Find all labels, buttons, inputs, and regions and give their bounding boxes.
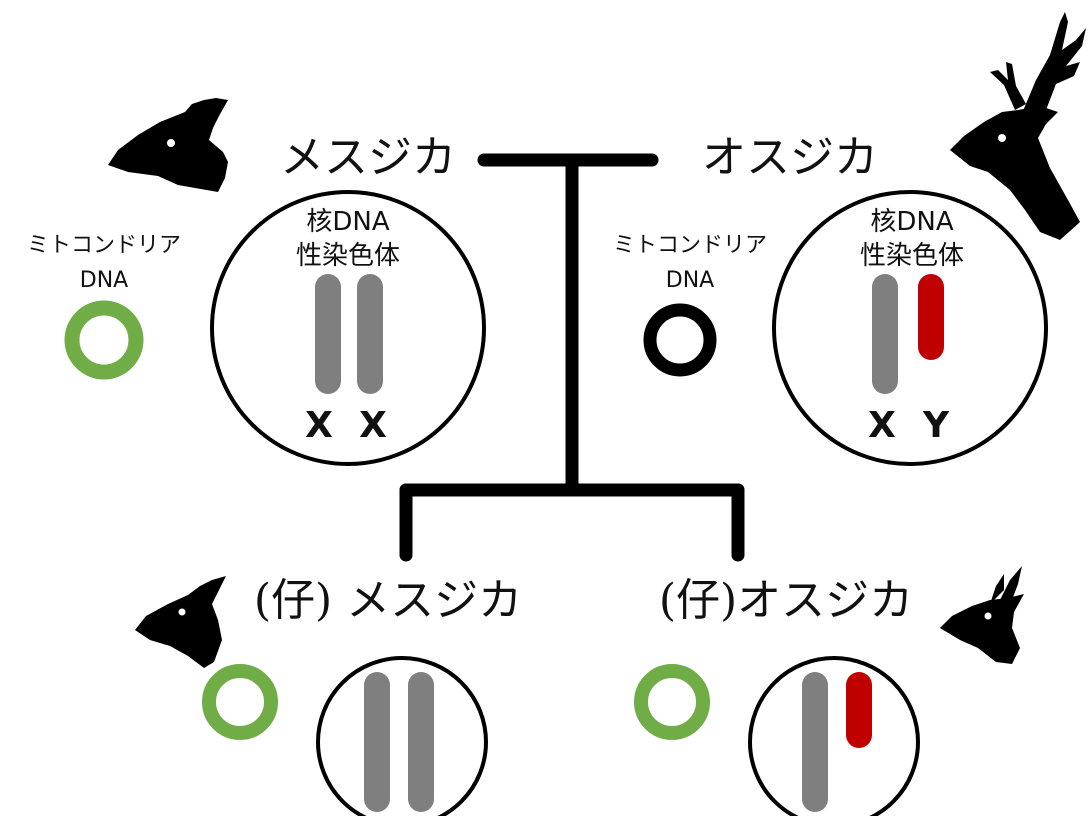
female-child-nucleus-circle bbox=[316, 656, 488, 816]
stag-head-icon bbox=[950, 12, 1086, 240]
male-nuclear-label-line2: 性染色体 bbox=[860, 241, 964, 271]
male-mito-label-line1: ミトコンドリア bbox=[613, 233, 767, 258]
pedigree-lines bbox=[399, 153, 745, 562]
female-nucleus-circle bbox=[210, 190, 486, 466]
male-child-title: (仔)オスジカ bbox=[659, 575, 913, 626]
male-chromosome-2-letter: Y bbox=[922, 405, 950, 446]
male-x-chromosome bbox=[872, 274, 898, 394]
female-mito-label-line2: DNA bbox=[80, 268, 128, 293]
young-buck-head-icon bbox=[940, 566, 1024, 664]
female-child-title: (仔) メスジカ bbox=[254, 575, 522, 626]
male-mitochondria-ring bbox=[643, 303, 717, 377]
male-chromosome-1-letter: X bbox=[868, 405, 896, 446]
female-x-chromosome-2 bbox=[357, 274, 383, 394]
female-mitochondria-ring bbox=[64, 300, 144, 380]
female-x-chromosome-1 bbox=[315, 274, 341, 394]
female-mito-label-line1: ミトコンドリア bbox=[27, 233, 181, 258]
male-y-chromosome bbox=[918, 274, 944, 360]
male-nucleus-circle bbox=[772, 190, 1048, 466]
male-child-y-chromosome bbox=[846, 672, 872, 748]
female-child-x-chromosome-2 bbox=[408, 672, 434, 812]
male-child-nucleus-circle bbox=[748, 656, 920, 816]
fawn-head-icon bbox=[135, 576, 226, 668]
female-nuclear-label-line2: 性染色体 bbox=[296, 241, 400, 271]
male-child-mitochondria-ring bbox=[634, 664, 710, 740]
male-mito-label-line2: DNA bbox=[666, 268, 714, 293]
female-child-mitochondria-ring bbox=[202, 664, 278, 740]
female-nuclear-label-line1: 核DNA bbox=[306, 207, 389, 237]
male-nuclear-label-line1: 核DNA bbox=[870, 207, 953, 237]
female-chromosome-1-letter: X bbox=[305, 405, 333, 446]
female-chromosome-2-letter: X bbox=[359, 405, 387, 446]
male-parent-title: オスジカ bbox=[702, 132, 878, 183]
doe-head-icon bbox=[108, 98, 228, 192]
female-parent-title: メスジカ bbox=[280, 132, 456, 183]
female-child-x-chromosome-1 bbox=[364, 672, 390, 812]
male-child-x-chromosome bbox=[802, 672, 828, 812]
